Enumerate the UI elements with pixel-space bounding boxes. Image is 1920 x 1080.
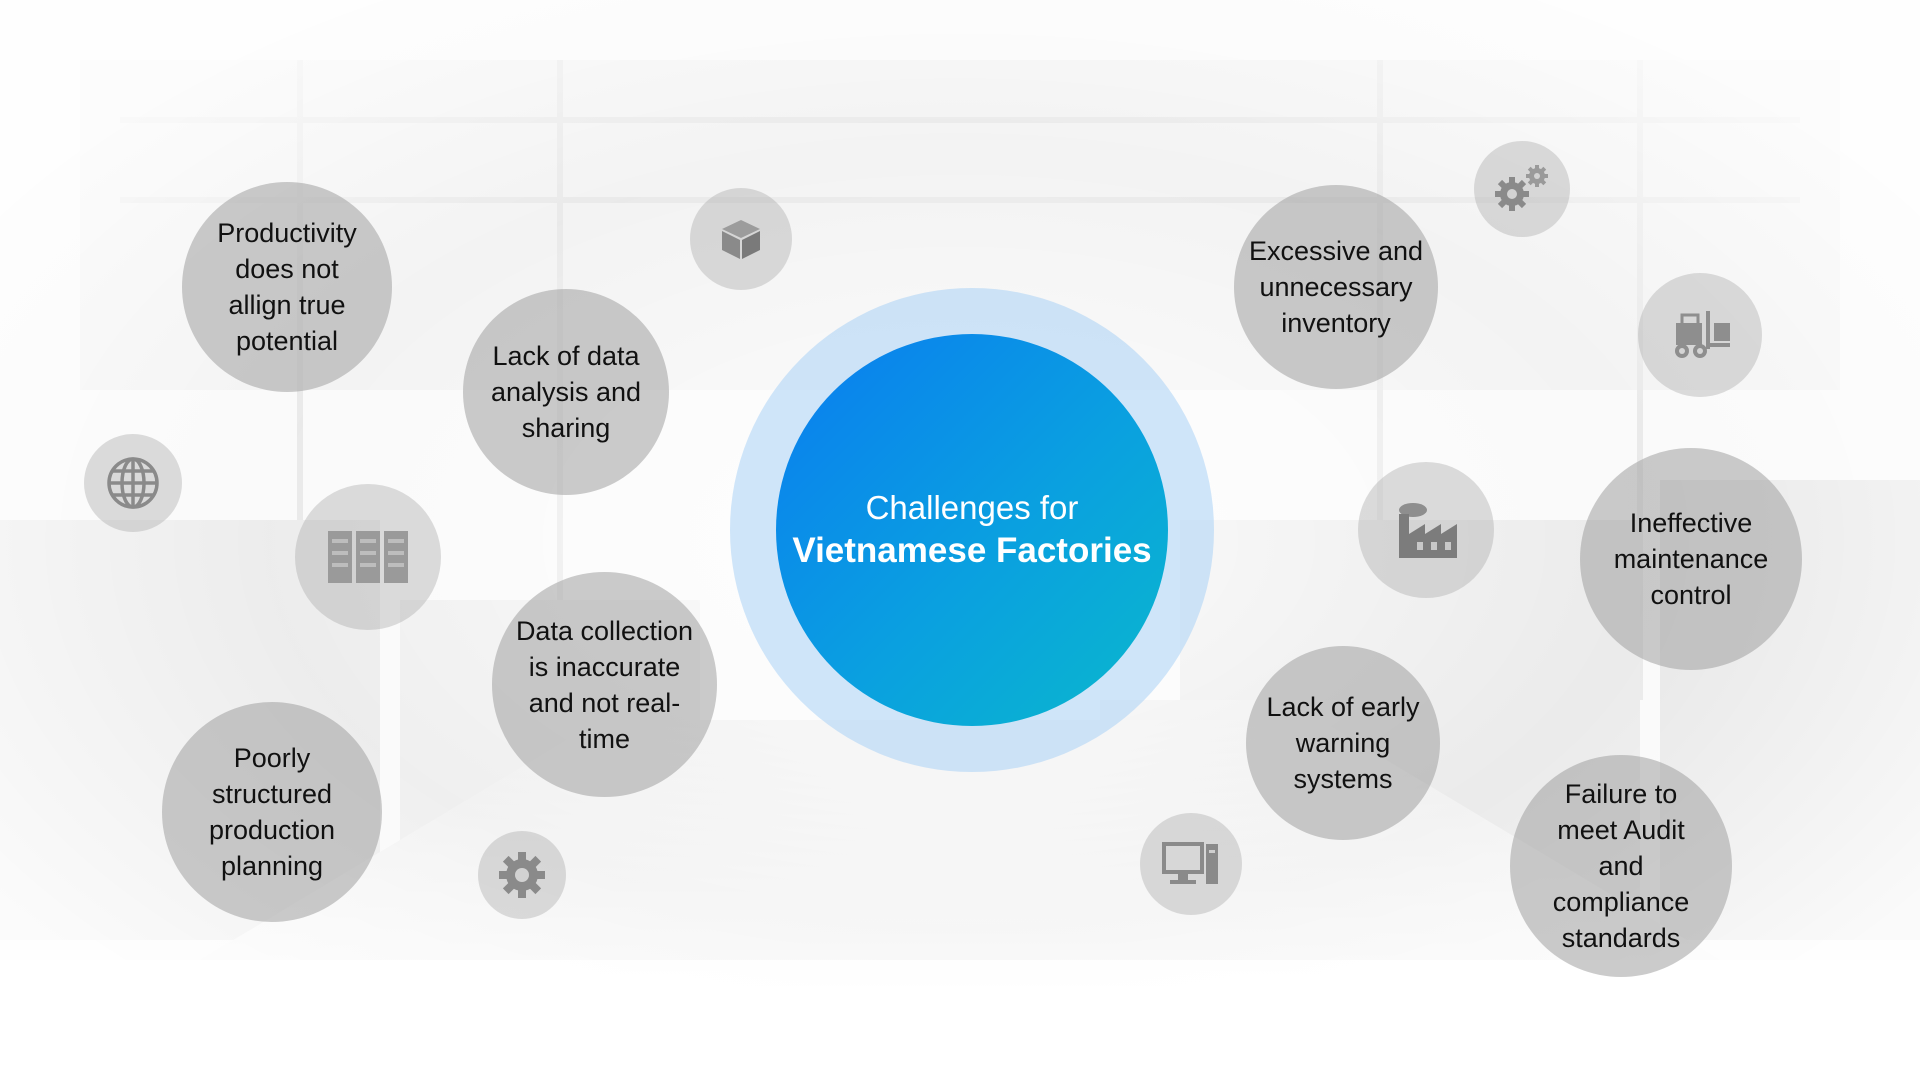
challenge-inventory: Excessive and unnecessary inventory xyxy=(1234,185,1438,389)
challenge-maintenance: Ineffective maintenance control xyxy=(1580,448,1802,670)
challenge-label: Failure to meet Audit and compliance sta… xyxy=(1552,779,1690,953)
globe-icon xyxy=(84,434,182,532)
box-icon xyxy=(690,188,792,290)
center-title-line2: Vietnamese Factories xyxy=(792,531,1152,570)
challenge-production-planning: Poorly structured production planning xyxy=(162,702,382,922)
challenge-label: Lack of early warning systems xyxy=(1266,692,1420,794)
center-title-line1: Challenges for xyxy=(865,489,1079,526)
challenge-label: Ineffective maintenance control xyxy=(1613,508,1769,610)
challenge-label: Data collection is inaccurate and not re… xyxy=(515,615,694,754)
gears-icon xyxy=(1474,141,1570,237)
challenge-label: Poorly structured production planning xyxy=(208,743,336,881)
challenge-audit-compliance: Failure to meet Audit and compliance sta… xyxy=(1510,755,1732,977)
server-icon xyxy=(295,484,441,630)
forklift-icon xyxy=(1638,273,1762,397)
gear-icon xyxy=(478,831,566,919)
challenge-label: Lack of data analysis and sharing xyxy=(490,341,642,443)
factory-icon xyxy=(1358,462,1494,598)
computer-icon xyxy=(1140,813,1242,915)
challenge-label: Excessive and unnecessary inventory xyxy=(1248,236,1424,338)
challenge-data-analysis: Lack of data analysis and sharing xyxy=(463,289,669,495)
challenge-label: Productivity does not allign true potent… xyxy=(217,218,357,356)
challenge-data-collection: Data collection is inaccurate and not re… xyxy=(492,572,717,797)
center-node: Challenges for Vietnamese Factories xyxy=(776,334,1168,726)
challenge-productivity: Productivity does not allign true potent… xyxy=(182,182,392,392)
challenge-early-warning: Lack of early warning systems xyxy=(1246,646,1440,840)
